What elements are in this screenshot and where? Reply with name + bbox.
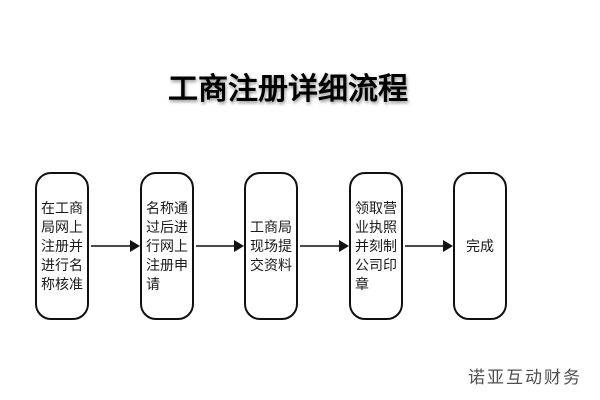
flow-step-2: 名称通 过后进 行网上 注册申 请 xyxy=(140,172,194,320)
arrow-line xyxy=(405,244,445,247)
flow-arrow-2 xyxy=(196,239,244,252)
flow-step-4: 领取营 业执照 并刻制 公司印 章 xyxy=(349,172,403,320)
arrowhead-icon xyxy=(234,239,244,252)
flow-step-3-label: 工商局 现场提 交资料 xyxy=(250,218,292,273)
arrowhead-icon xyxy=(130,239,140,252)
flow-arrow-1 xyxy=(91,239,140,252)
flow-arrow-3 xyxy=(300,239,349,252)
arrow-line xyxy=(196,244,236,247)
flow-step-2-label: 名称通 过后进 行网上 注册申 请 xyxy=(146,199,188,292)
flow-step-1-label: 在工商 局网上 注册并 进行名 称核准 xyxy=(41,199,83,292)
flow-step-1: 在工商 局网上 注册并 进行名 称核准 xyxy=(35,172,89,320)
arrow-line xyxy=(300,244,341,247)
flow-step-3: 工商局 现场提 交资料 xyxy=(244,172,298,320)
arrowhead-icon xyxy=(339,239,349,252)
arrow-line xyxy=(91,244,132,247)
flow-step-4-label: 领取营 业执照 并刻制 公司印 章 xyxy=(355,199,397,292)
flow-step-5: 完成 xyxy=(453,172,507,320)
page-title: 工商注册详细流程 xyxy=(168,73,408,106)
watermark-text: 诺亚互动财务 xyxy=(468,368,582,387)
flow-arrow-4 xyxy=(405,239,453,252)
flow-step-5-label: 完成 xyxy=(466,237,494,254)
arrowhead-icon xyxy=(443,239,453,252)
